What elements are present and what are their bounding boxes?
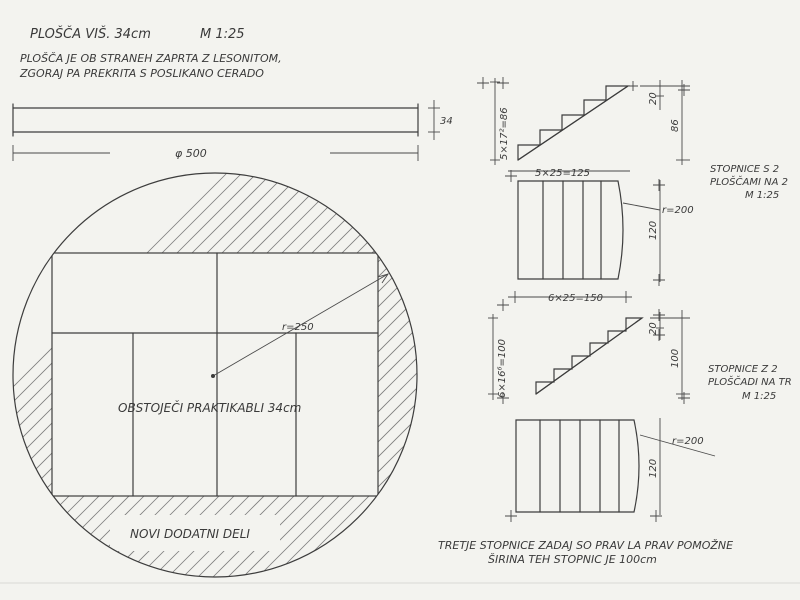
- stairs-1-plan: 5×25=125 r=200 120 6×25=150: [508, 168, 694, 304]
- stairs-2-caption-1: STOPNICE Z 2: [708, 364, 778, 375]
- footer-note-1: TRETJE STOPNICE ZADAJ SO PRAV LA PRAV PO…: [438, 539, 733, 552]
- note-line-2: ZGORAJ PA PREKRITA S POSLIKANO CERADO: [19, 67, 264, 80]
- radius-arrow: [377, 273, 390, 284]
- registration-marks: [477, 77, 690, 522]
- stairs-2-step-top: 20: [648, 322, 659, 335]
- stairs-2-rise-dim: 6×16⁶=100: [497, 339, 508, 398]
- stairs-1-step-top: 20: [648, 92, 659, 105]
- stairs-1-caption-2: PLOŠČAMI NA 2: [710, 175, 788, 188]
- slab-diameter-dim: φ 500: [175, 147, 207, 160]
- stairs-1-caption-3: M 1:25: [745, 190, 779, 201]
- stairs-2-plan: r=200 120: [515, 418, 716, 515]
- existing-platforms-label: OBSTOJEČI PRAKTIKABLI 34cm: [118, 400, 301, 415]
- sheet-title: PLOŠČA VIŠ. 34cm: [30, 26, 151, 42]
- slab-elevation: 34 φ 500: [12, 100, 453, 161]
- stairs-2-elevation: 6×16⁶=100 20 100: [488, 310, 690, 400]
- stairs-1-rise-dim: 5×17²=86: [499, 107, 510, 160]
- stairs-2-width: 120: [648, 459, 659, 478]
- stairs-1-caption-1: STOPNICE S 2: [710, 164, 779, 175]
- existing-platforms-grid: [51, 252, 379, 497]
- footer-note-2: ŠIRINA TEH STOPNIC JE 100cm: [488, 553, 657, 566]
- stairs-1-height-right: 86: [670, 119, 681, 132]
- stairs-2-caption-3: M 1:25: [742, 391, 776, 402]
- radius-main-label: r=250: [282, 322, 314, 333]
- slab-thickness-dim: 34: [440, 116, 453, 127]
- label-mask: [110, 515, 280, 551]
- radius-line: [212, 273, 389, 377]
- stairs-2-caption-2: PLOŠČADI NA TR: [708, 375, 792, 388]
- stairs-2-height-right: 100: [670, 349, 681, 368]
- center-point: [211, 374, 215, 378]
- stairs-1-elevation: 5×17²=86 20 86: [490, 78, 690, 165]
- slab-outline-circle: [12, 172, 418, 578]
- stairs-1-radius: r=200: [662, 205, 694, 216]
- new-parts-label: NOVI DODATNI DELI: [130, 527, 250, 541]
- stairs-1-run-bottom: 6×25=150: [548, 293, 603, 304]
- sheet-scale: M 1:25: [200, 27, 245, 42]
- stairs-1-run-top: 5×25=125: [535, 168, 590, 179]
- note-line-1: PLOŠČA JE OB STRANEH ZAPRTA Z LESONITOM,: [20, 52, 282, 65]
- stairs-1-width: 120: [648, 221, 659, 240]
- stairs-2-radius: r=200: [672, 436, 704, 447]
